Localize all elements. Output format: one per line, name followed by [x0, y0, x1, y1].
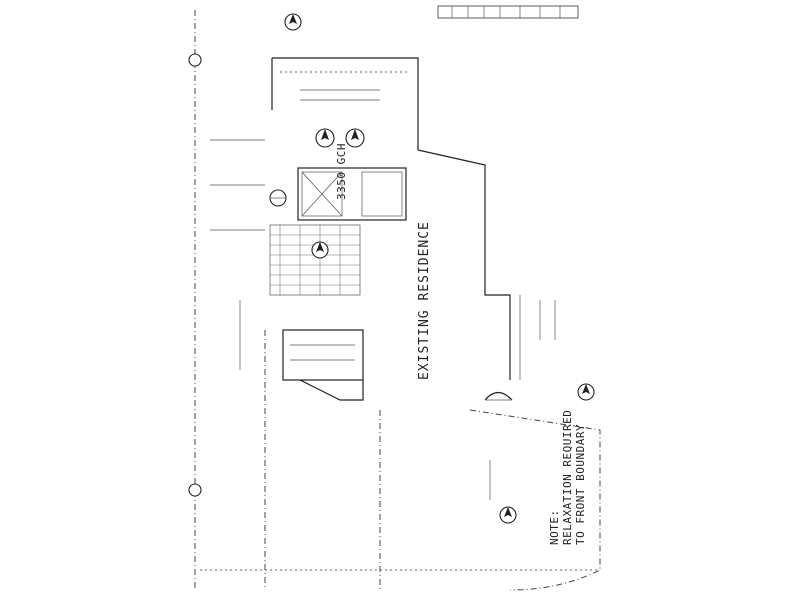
left-boundary — [188, 10, 202, 590]
title-block — [437, 5, 579, 19]
note-line-1: RELAXATION REQUIRED — [561, 410, 574, 545]
small-annotations — [210, 139, 491, 500]
garage-label: 3350 GCH — [335, 143, 348, 200]
right-dimensions — [519, 295, 595, 401]
section-marker-icon — [269, 189, 287, 207]
entry-steps — [484, 391, 513, 401]
lower-room — [282, 329, 364, 381]
deck-hatch — [269, 224, 361, 296]
garage: 3350 GCH — [297, 143, 407, 221]
extension-outline — [271, 57, 419, 150]
note-line-2: TO FRONT BOUNDARY — [574, 424, 587, 545]
elevation-marker-icon — [499, 506, 517, 524]
note-heading: NOTE: — [548, 509, 561, 545]
existing-residence-outline — [264, 149, 511, 590]
north-arrow-icon — [284, 13, 302, 31]
relaxation-note: NOTE: RELAXATION REQUIRED TO FRONT BOUND… — [548, 410, 587, 545]
residence-label: EXISTING RESIDENCE — [417, 221, 432, 380]
front-boundary — [200, 409, 601, 591]
